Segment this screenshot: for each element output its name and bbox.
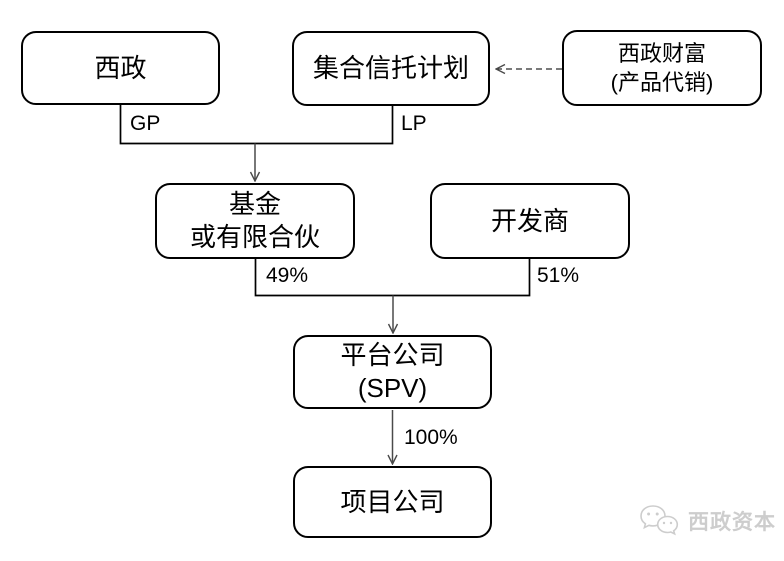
edge-gp-lp-elbow <box>119 105 394 145</box>
node-spv-label: 平台公司 <box>340 340 445 370</box>
node-xizheng: 西政 <box>21 31 220 105</box>
node-spv-sublabel: (SPV) <box>357 373 428 403</box>
node-developer-label: 开发商 <box>490 205 569 236</box>
node-wealth-label: 西政财富 <box>617 41 706 66</box>
watermark-text: 西政资本 <box>688 511 776 534</box>
watermark: 西政资本 <box>638 503 776 539</box>
node-trust-plan: 集合信托计划 <box>292 31 490 106</box>
edge-label-fund-share: 49% <box>266 264 309 287</box>
node-xizheng-label: 西政 <box>94 52 147 83</box>
node-wealth: 西政财富 (产品代销) <box>562 30 762 106</box>
wechat-icon <box>640 505 679 536</box>
node-fund: 基金 或有限合伙 <box>155 183 355 259</box>
node-trust-label: 集合信托计划 <box>312 53 469 83</box>
edge-label-developer-share: 51% <box>537 264 580 287</box>
node-fund-sublabel: 或有限合伙 <box>189 222 320 252</box>
node-project-label: 项目公司 <box>340 486 445 517</box>
edge-label-gp: GP <box>130 112 161 135</box>
node-developer: 开发商 <box>430 183 630 259</box>
edge-label-spv-share: 100% <box>404 426 458 449</box>
edge-label-lp: LP <box>401 112 427 135</box>
node-project-company: 项目公司 <box>293 466 492 538</box>
node-spv: 平台公司 (SPV) <box>293 335 492 409</box>
node-fund-label: 基金 <box>228 189 281 219</box>
node-wealth-sublabel: (产品代销) <box>610 70 714 95</box>
